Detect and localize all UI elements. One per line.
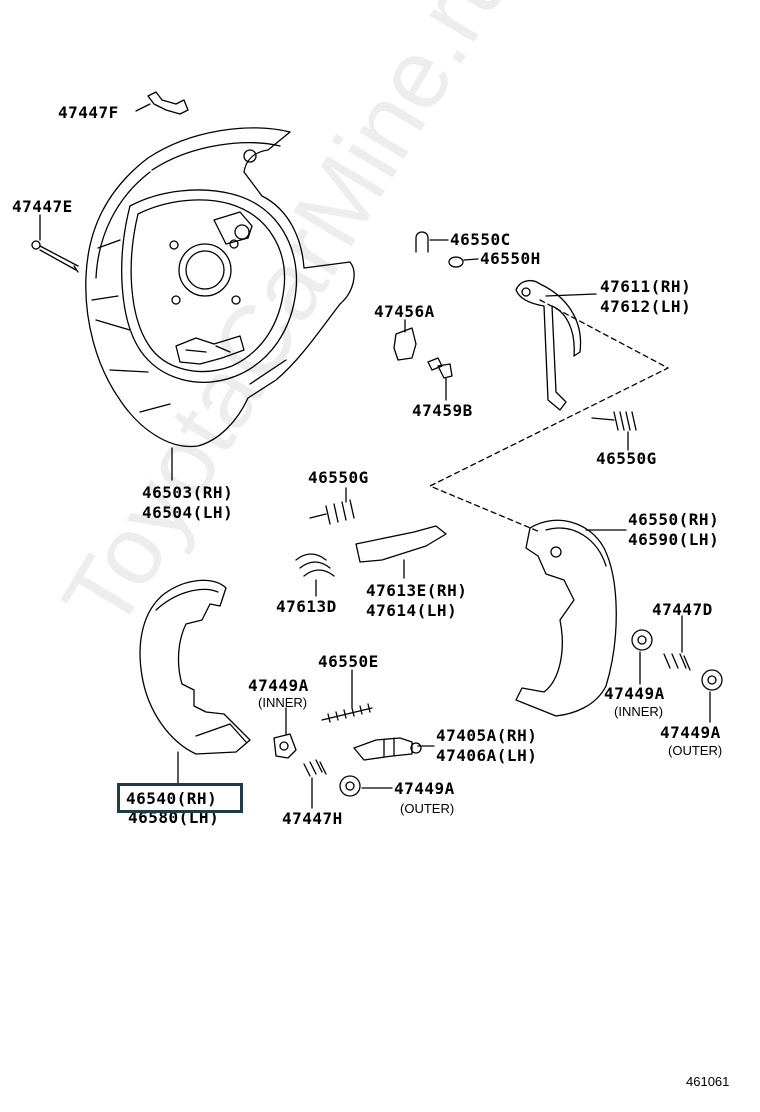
backing-plate-drawing (85, 127, 355, 448)
retainer-47449A-inner-right-drawing (631, 629, 653, 651)
retainer-47449A-inner-left-drawing (273, 733, 297, 759)
dashed-guide-lines (429, 299, 669, 533)
pin-46550E-drawing (321, 703, 373, 723)
label-46540[interactable]: 46540(RH) (126, 789, 218, 808)
note-outer-left: (OUTER) (400, 801, 455, 816)
spring-47447D-drawing (663, 653, 691, 671)
clip-46550C-drawing (415, 231, 429, 253)
label-47447F[interactable]: 47447F (58, 103, 119, 122)
retainer-47449A-outer-right-drawing (701, 669, 723, 691)
label-46550E[interactable]: 46550E (318, 652, 379, 671)
spring-46550G-right-drawing (591, 411, 637, 431)
label-47449A-inner-right[interactable]: 47449A (604, 684, 665, 703)
label-46550C[interactable]: 46550C (450, 230, 511, 249)
label-47406A[interactable]: 47406A(LH) (436, 746, 538, 765)
spring-46550G-left-drawing (309, 499, 355, 525)
label-46550[interactable]: 46550(RH) (628, 510, 720, 529)
note-inner-left: (INNER) (258, 695, 308, 710)
retainer-47449A-outer-left-drawing (339, 775, 361, 797)
bolt-47459B-drawing (427, 357, 453, 379)
label-46504[interactable]: 46504(LH) (142, 503, 234, 522)
label-47447D[interactable]: 47447D (652, 600, 713, 619)
label-47447E[interactable]: 47447E (12, 197, 73, 216)
label-46503[interactable]: 46503(RH) (142, 483, 234, 502)
label-47611[interactable]: 47611(RH) (600, 277, 692, 296)
note-inner-right: (INNER) (614, 704, 664, 719)
leader-47611 (545, 293, 597, 297)
label-47449A-inner-left[interactable]: 47449A (248, 676, 309, 695)
label-46590[interactable]: 46590(LH) (628, 530, 720, 549)
label-46550G-right[interactable]: 46550G (596, 449, 657, 468)
label-47613D[interactable]: 47613D (276, 597, 337, 616)
highlight-box (117, 783, 243, 813)
label-46550G-left[interactable]: 46550G (308, 468, 369, 487)
lever-47611-drawing (515, 279, 582, 411)
label-47449A-outer-right[interactable]: 47449A (660, 723, 721, 742)
label-47405A[interactable]: 47405A(RH) (436, 726, 538, 745)
note-outer-right: (OUTER) (668, 743, 723, 758)
label-47612[interactable]: 47612(LH) (600, 297, 692, 316)
clip-47447F-drawing (147, 91, 189, 115)
shoe-46540-drawing (139, 579, 251, 755)
shoe-46550-drawing (515, 519, 617, 717)
leader-47447F (135, 103, 151, 112)
washer-46550H-drawing (448, 256, 464, 268)
label-47613E[interactable]: 47613E(RH) (366, 581, 468, 600)
label-47456A[interactable]: 47456A (374, 302, 435, 321)
label-47614[interactable]: 47614(LH) (366, 601, 458, 620)
adjuster-47405A-drawing (353, 737, 422, 761)
leader-46550H (463, 258, 479, 261)
label-46580[interactable]: 46580(LH) (128, 808, 220, 827)
clip-47456A-drawing (393, 327, 417, 361)
strut-47613E-drawing (355, 525, 447, 563)
diagram-reference-number: 461061 (686, 1074, 730, 1089)
label-47447H[interactable]: 47447H (282, 809, 343, 828)
spring-47613D-drawing (295, 553, 335, 577)
label-47459B[interactable]: 47459B (412, 401, 473, 420)
label-46550H[interactable]: 46550H (480, 249, 541, 268)
spring-47447H-drawing (303, 759, 327, 777)
label-47449A-outer-left[interactable]: 47449A (394, 779, 455, 798)
bolt-47447E-drawing (31, 240, 79, 273)
